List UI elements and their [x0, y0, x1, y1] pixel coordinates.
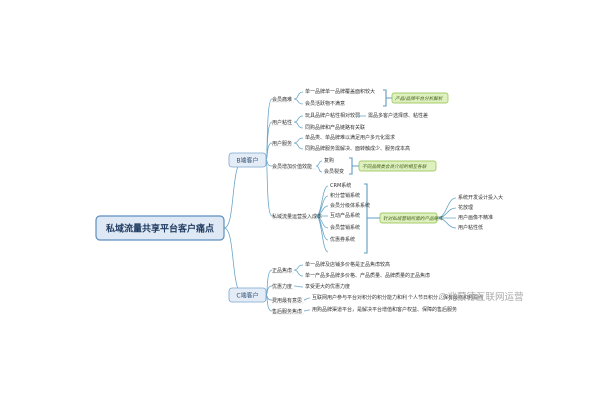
branch-b-box: [228, 152, 267, 168]
b-g2-item-0: 单品类、单品牌难以满足用户多元化需求: [305, 134, 395, 141]
callout-box-1: [358, 160, 437, 172]
c-group-label-0: 正品焦虑: [272, 267, 292, 274]
connector-b-g0-items: [293, 91, 304, 105]
right-item-1: 花放理: [458, 204, 473, 211]
connector-b-g1-items: [293, 115, 304, 129]
b-group-label-2: 用户服务: [272, 140, 292, 147]
right-item-2: 用户画像不精准: [458, 214, 493, 221]
c-g0-item-1: 单一产品多品牌多价格、产品质量、品牌质量的正品焦虑: [305, 272, 430, 279]
branch-c-box: [228, 287, 267, 303]
callout-box-2: [379, 212, 438, 224]
callout-text-0: 产品/品牌平台分析解析: [395, 96, 444, 102]
callout-text-2: 针对私域营销所需的产品矩阵: [383, 216, 444, 222]
right-item-3: 用户粘性低: [458, 224, 483, 231]
b-group-label-0: 会员痛难: [272, 96, 292, 103]
callout-text-1: 不同品牌类会员介绍的相互各联: [362, 164, 427, 170]
connector-right-items: [436, 197, 457, 229]
connector-c-g0-items: [293, 264, 304, 277]
b-g4-item-4: 会员营销系统: [330, 224, 360, 231]
b-g4-item-1: 积分营销系统: [330, 192, 360, 199]
b-group-label-4: 私域流量运营投入成本: [272, 213, 322, 220]
b-group-label-1: 用户粘性: [272, 119, 292, 126]
connector-b-g4-items: [315, 185, 329, 253]
b-g1-item-1: 同购品牌和产品链路有关联: [305, 124, 365, 131]
c-g0-item-0: 单一品牌及店铺多价格是正品焦虑较高: [305, 261, 390, 268]
b-group-label-3: 会员增加价值效能: [272, 163, 312, 170]
bracket-b-g3: [349, 157, 359, 175]
c-g2-item-0: 互联网用户参与平台对积分的积分能力和利: [312, 294, 407, 301]
watermark-text: ©兆蒙德互联网运营: [438, 291, 524, 303]
c-group-label-3: 售后服务焦虑: [272, 308, 302, 315]
callout-box-0: [391, 92, 449, 104]
root-node-box: [95, 215, 225, 241]
connector-c-g3-items: [303, 309, 311, 312]
connector-b-group-4: [265, 159, 273, 217]
connector-b-g2-items: [293, 137, 304, 150]
b-g1-side-note: 需品多客户选择感、粘性差: [368, 112, 428, 119]
c-g2-item-1: 个人节日积分，保有最终和利润点: [408, 294, 483, 301]
b-g3-item-0: 复购: [324, 157, 334, 164]
connector-c-g2-items: [303, 297, 311, 301]
branch-c-label: C端客户: [236, 291, 258, 299]
c-g3-item-0: 用购品牌渠道平台，是解决平台增值和客户权益、保障的售后服务: [312, 306, 457, 313]
connector-b-g3-items: [315, 160, 323, 173]
b-g1-item-0: 玩具品牌户粘性相对较弱: [305, 112, 360, 119]
c-group-label-2: 费用最有意思: [272, 297, 302, 304]
b-g4-item-5: 优惠券系统: [330, 236, 355, 243]
b-g4-item-3: 互动产品系统: [330, 212, 360, 219]
b-g0-item-0: 单一品牌单一品牌覆盖面积较大: [305, 88, 375, 95]
bracket-b-g0: [383, 89, 392, 107]
b-g4-item-2: 会员分级体系系统: [330, 202, 370, 209]
c-g1-item-0: 享受更大的优惠力度: [305, 283, 350, 290]
root-title: 私域流量共享平台客户痛点: [105, 223, 214, 235]
connector-root-b: [223, 159, 245, 229]
c-group-label-1: 优惠力度: [272, 283, 292, 290]
right-item-0: 系统开发设计投入大: [458, 194, 503, 201]
bracket-b-g4: [364, 183, 380, 254]
branch-b-label: B端客户: [236, 156, 258, 164]
b-g4-item-0: CRM系统: [330, 182, 351, 189]
b-g3-item-1: 会员裂变: [324, 168, 344, 175]
connector-root-c: [223, 227, 245, 296]
b-g0-item-1: 会员活跃物不满意: [305, 100, 345, 107]
b-g2-item-1: 同购品牌服务需解决、面转触成少、服务成本高: [305, 145, 410, 152]
connector-c-g1-items: [293, 285, 304, 288]
